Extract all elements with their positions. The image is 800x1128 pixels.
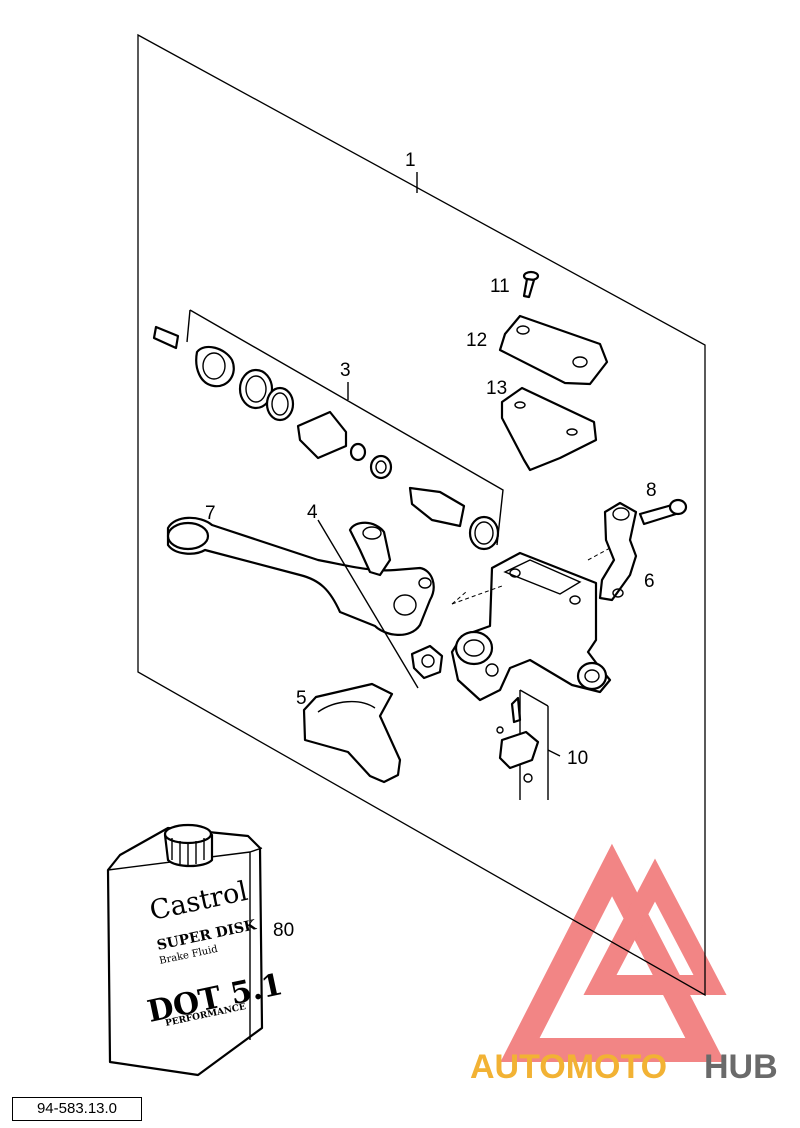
brake-switch-10 (496, 689, 561, 800)
lever-cover-5 (302, 682, 402, 784)
callout-3: 3 (340, 360, 351, 381)
callout-11: 11 (490, 276, 510, 297)
master-cylinder-body (450, 551, 612, 702)
watermark-logo (500, 843, 727, 1062)
callout-1: 1 (405, 150, 416, 171)
reference-code: 94-583.13.0 (12, 1097, 142, 1121)
callout-13: 13 (486, 378, 507, 399)
watermark-text-1: AUTOMOTO (470, 1048, 667, 1086)
piston-kit-3 (152, 325, 500, 551)
cover-12 (498, 314, 609, 386)
callout-10: 10 (567, 748, 588, 769)
diaphragm-13 (500, 386, 598, 472)
clamp-6 (598, 501, 638, 602)
assembly-frame (137, 33, 706, 997)
callout-7: 7 (205, 503, 216, 524)
callout-8: 8 (646, 480, 657, 501)
callout-6: 6 (644, 571, 655, 592)
kit-3-frame (189, 309, 504, 546)
callout-12: 12 (466, 330, 487, 351)
callout-80: 80 (273, 920, 294, 941)
adjuster-4 (317, 519, 444, 689)
callout-4: 4 (307, 502, 318, 523)
lever-7 (166, 516, 435, 636)
callout-5: 5 (296, 688, 307, 709)
watermark-text-2: HUB (704, 1048, 778, 1086)
bolt-8 (638, 498, 688, 526)
brake-fluid-can: Castrol SUPER DISK Brake Fluid DOT 5.1 P… (106, 823, 286, 1077)
screw-11 (522, 270, 540, 299)
